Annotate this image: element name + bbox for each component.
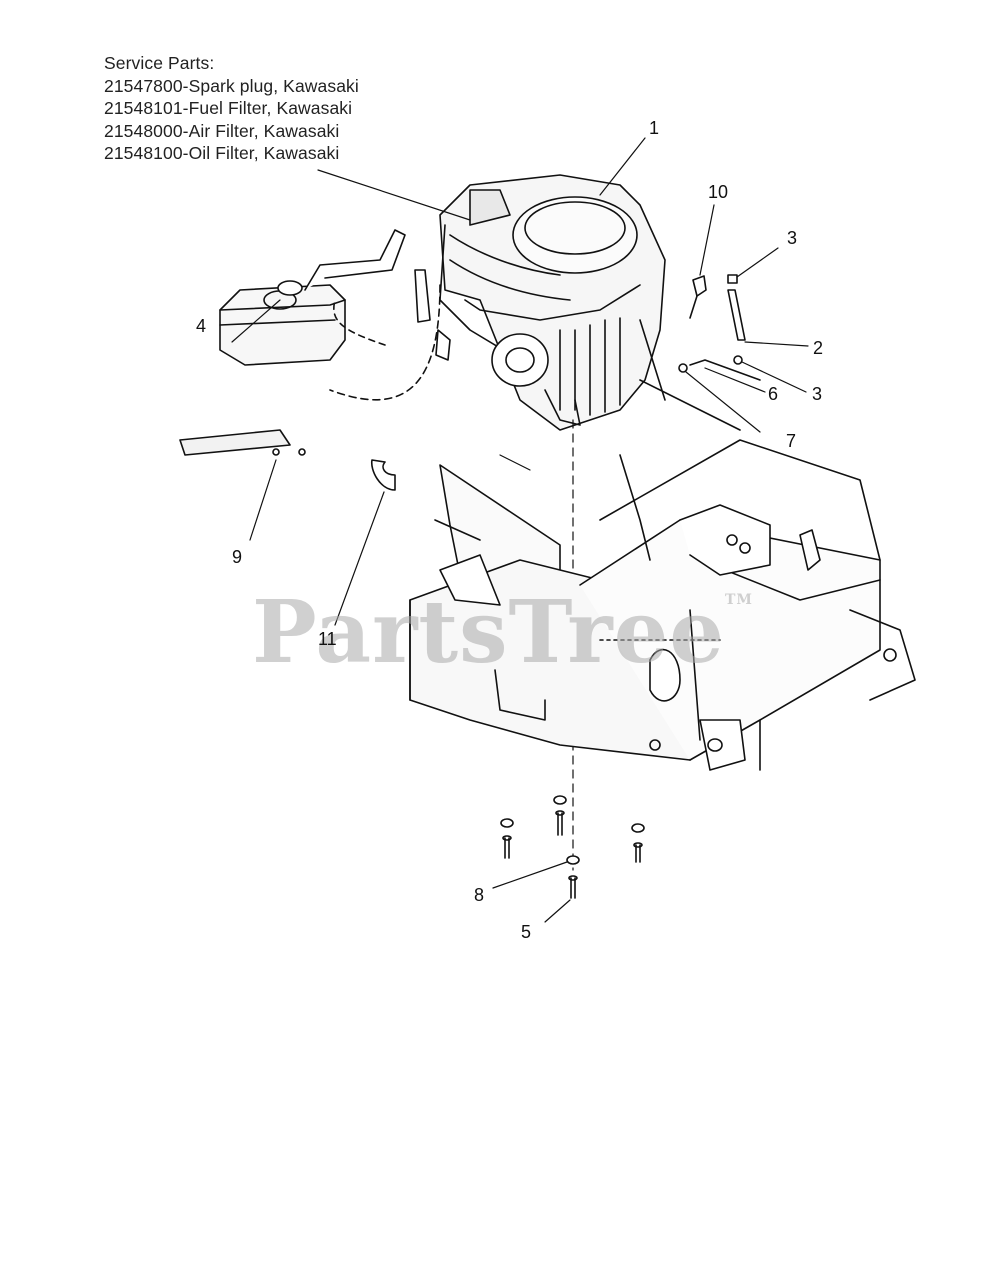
part-10-clip <box>689 204 715 319</box>
callout-10: 10 <box>708 182 729 202</box>
lower-fasteners <box>492 795 645 923</box>
service-part-fuel-filter: 21548101-Fuel Filter, Kawasaki <box>104 98 353 118</box>
callout-7: 7 <box>786 431 797 451</box>
service-part-oil-filter: 21548100-Oil Filter, Kawasaki <box>104 143 340 163</box>
callout-4: 4 <box>196 316 207 336</box>
leader-service-parts <box>317 169 471 221</box>
service-part-spark-plug: 21547800-Spark plug, Kawasaki <box>104 75 359 96</box>
callout-8: 8 <box>474 885 485 905</box>
callout-3-upper: 3 <box>787 228 798 248</box>
part-6-7-fasteners <box>678 359 766 433</box>
service-part-air-filter: 21548000-Air Filter, Kawasaki <box>104 120 340 141</box>
part-2-fuel-hose <box>727 247 809 393</box>
part-11-bracket <box>334 459 396 626</box>
callout-3-lower: 3 <box>812 384 823 404</box>
watermark-trademark: TM <box>725 592 753 608</box>
partstree-watermark: PartsTreeTM <box>252 582 753 683</box>
callout-2: 2 <box>813 338 824 358</box>
mower-frame <box>409 319 916 771</box>
service-parts-heading: Service Parts: <box>104 53 215 73</box>
callout-11: 11 <box>318 629 337 649</box>
callout-6: 6 <box>768 384 779 404</box>
callout-5: 5 <box>521 922 532 942</box>
engine-assembly <box>414 174 666 431</box>
watermark-text: PartsTree <box>252 582 726 683</box>
callout-9: 9 <box>232 547 243 567</box>
leader-callout-1 <box>599 137 646 196</box>
callout-1: 1 <box>649 118 660 138</box>
service-parts-list: Service Parts: 21547800-Spark plug, Kawa… <box>104 52 359 165</box>
muffler-assembly <box>179 229 441 541</box>
